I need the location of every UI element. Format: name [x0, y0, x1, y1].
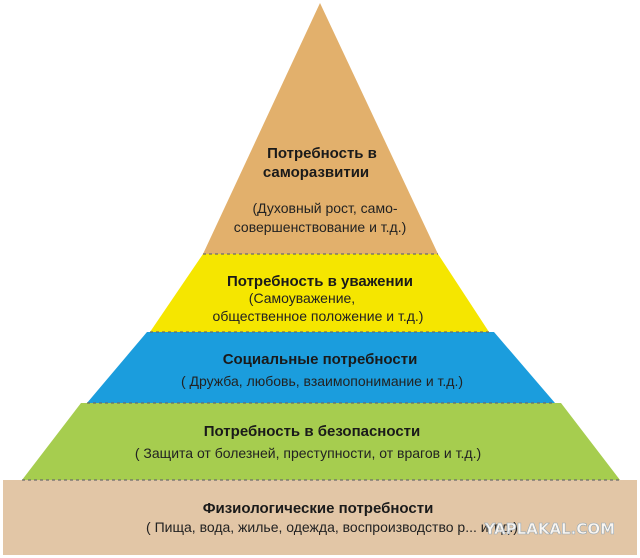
level-5-desc: ( Пища, вода, жилье, одежда, воспроизвод… [146, 519, 518, 535]
level-2-title: Потребность в уважении [227, 273, 413, 290]
level-2-desc-line-2: общественное положение и т.д.) [213, 308, 424, 324]
level-1-title-line-1: Потребность в [267, 145, 377, 162]
pyramid-level-1-band [203, 3, 438, 254]
level-4-desc: ( Защита от болезней, преступности, от в… [135, 445, 481, 461]
pyramid-level-4-band [22, 403, 620, 480]
level-5-title: Физиологические потребности [203, 500, 434, 517]
level-1-desc-line-1: (Духовный рост, само- [252, 200, 397, 216]
level-1-desc-line-2: совершенствование и т.д.) [234, 219, 407, 235]
level-2-desc-line-1: (Самоуважение, [249, 290, 355, 306]
level-3-desc: ( Дружба, любовь, взаимопонимание и т.д.… [181, 373, 463, 389]
pyramid-level-5-band [3, 480, 637, 555]
level-1-title-line-2: саморазвитии [263, 164, 369, 181]
level-3-title: Социальные потребности [223, 351, 418, 368]
watermark: YAPLAKAL.COM [484, 520, 615, 538]
level-4-title: Потребность в безопасности [204, 423, 421, 440]
pyramid-level-3-band [87, 332, 555, 403]
pyramid-level-2-band [150, 254, 489, 332]
level-separators [22, 253, 620, 481]
